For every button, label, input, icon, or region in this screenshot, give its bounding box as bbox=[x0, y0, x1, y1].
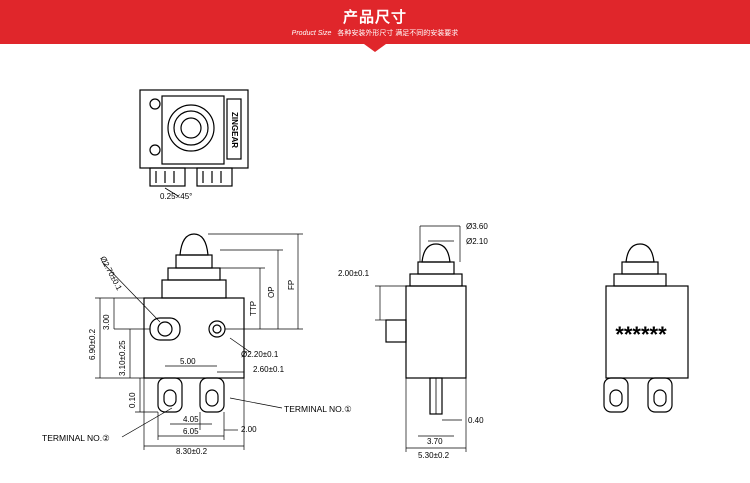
dim-base-37: 3.70 bbox=[427, 437, 443, 446]
side-view bbox=[385, 243, 467, 415]
dim-hole-spacing: 5.00 bbox=[180, 357, 196, 366]
top-view-body bbox=[139, 89, 249, 169]
dim-height-3: 3.00 bbox=[102, 314, 111, 330]
dim-span: 6.05 bbox=[183, 427, 199, 436]
brand-marking: ZINGEAR bbox=[230, 112, 239, 148]
side-view-body bbox=[405, 285, 467, 379]
dim-hole-dia2: Ø2.20±0.1 bbox=[241, 350, 279, 359]
dim-plunger-36: Ø3.60 bbox=[466, 222, 488, 231]
dim-pin-04: 0.40 bbox=[468, 416, 484, 425]
dim-ttp: TTP bbox=[249, 301, 258, 316]
subtitle-cn: 各种安装外形尺寸 满足不同的安装要求 bbox=[337, 30, 459, 37]
page-subtitle: Product Size 各种安装外形尺寸 满足不同的安装要求 bbox=[0, 28, 750, 38]
subtitle-en: Product Size bbox=[291, 30, 332, 37]
top-view bbox=[139, 89, 249, 197]
dim-depth: 5.30±0.2 bbox=[418, 451, 450, 460]
terminal-1-label: TERMINAL NO.① bbox=[284, 404, 352, 414]
front-view bbox=[143, 233, 245, 413]
dim-pin-w: 2.00 bbox=[241, 425, 257, 434]
dim-chamfer: 0.25×45° bbox=[160, 192, 192, 201]
front-view-body bbox=[143, 297, 245, 379]
dim-height-69: 6.90±0.2 bbox=[88, 328, 97, 360]
dim-pitch: 4.05 bbox=[183, 415, 199, 424]
dim-hole-dia: Ø2.70±0.1 bbox=[98, 255, 124, 293]
dim-width: 8.30±0.2 bbox=[176, 447, 208, 456]
rear-view-body bbox=[605, 285, 689, 379]
header-banner: 产品尺寸 Product Size 各种安装外形尺寸 满足不同的安装要求 bbox=[0, 0, 750, 44]
dim-offset-26: 2.60±0.1 bbox=[253, 365, 285, 374]
dim-pin-len: 0.10 bbox=[128, 392, 137, 408]
dim-side-200: 2.00±0.1 bbox=[338, 269, 370, 278]
dim-plunger-21: Ø2.10 bbox=[466, 237, 488, 246]
dim-height-31: 3.10±0.25 bbox=[118, 340, 127, 376]
dim-op: OP bbox=[267, 286, 276, 298]
terminal-2-label: TERMINAL NO.② bbox=[42, 433, 110, 443]
banner-notch bbox=[364, 44, 386, 52]
masked-marking: ****** bbox=[615, 322, 667, 347]
dim-fp: FP bbox=[287, 280, 296, 290]
rear-view bbox=[603, 243, 689, 413]
page-title: 产品尺寸 bbox=[342, 9, 407, 26]
